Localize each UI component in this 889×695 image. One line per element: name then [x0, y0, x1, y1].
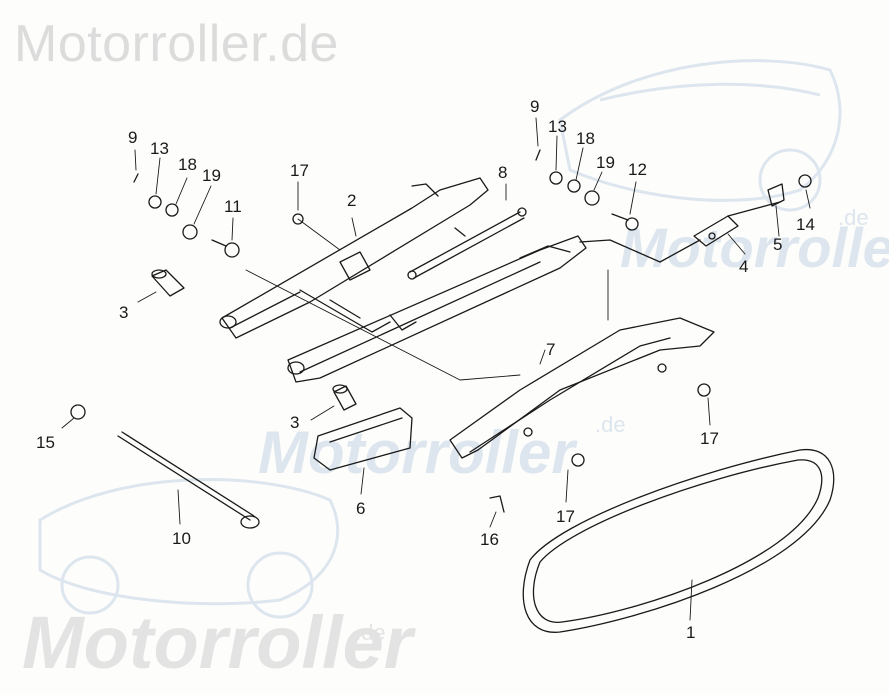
washer-part-19-right	[584, 190, 600, 206]
bolt-part-12	[611, 213, 639, 231]
bolt-part-17-upper	[292, 213, 304, 225]
watermark-middle-center-de: .de	[595, 412, 626, 437]
bolt-part-16	[489, 495, 505, 513]
guard-part-6	[313, 407, 413, 471]
washer-part-19-left	[182, 224, 198, 240]
label-3-upper: 3	[119, 303, 128, 322]
label-2: 2	[347, 191, 356, 210]
swing-arm-part	[219, 177, 587, 383]
watermark-middle-center: Motorroller	[258, 419, 575, 486]
watermark-middle-right: Motorroller	[620, 216, 889, 279]
label-11: 11	[224, 197, 242, 216]
nut-part-15	[70, 404, 86, 420]
watermark-bottom-de: .de	[355, 620, 386, 645]
washer-part-18-left	[165, 203, 179, 217]
label-17-lower: 17	[556, 507, 575, 526]
label-13-left: 13	[150, 139, 169, 158]
watermark-bottom: Motorroller	[22, 601, 413, 684]
cable-line	[579, 239, 701, 263]
label-3-lower: 3	[290, 413, 299, 432]
label-8: 8	[498, 163, 507, 182]
label-14: 14	[796, 215, 815, 234]
label-13-right: 13	[548, 117, 567, 136]
label-12: 12	[628, 160, 647, 179]
bracket-part-5	[767, 183, 785, 207]
tension-rod-part	[407, 207, 527, 280]
label-7: 7	[546, 340, 555, 359]
bushing-part-3-upper	[151, 269, 185, 297]
watermark-top: Motorroller.de	[14, 15, 339, 73]
leader-lines	[61, 117, 811, 621]
label-16: 16	[480, 530, 499, 549]
bolt-part-17-right	[697, 383, 711, 397]
bolt-part-17-lower	[571, 453, 585, 467]
chain-part-1	[522, 448, 835, 633]
chain-guard-part	[449, 317, 715, 459]
bolt-part-11	[211, 239, 240, 258]
label-5: 5	[773, 235, 782, 254]
label-9-left: 9	[128, 128, 137, 147]
nut-part-13-right	[549, 171, 563, 185]
label-17-right: 17	[700, 429, 719, 448]
bushing-part-3-lower	[332, 384, 357, 411]
part-labels: 9 13 18 19 11 17 2 8 9 13 18 19 12 14 5 …	[36, 97, 815, 642]
label-6: 6	[356, 499, 365, 518]
nut-part-14	[798, 174, 812, 188]
label-17-upper: 17	[290, 161, 309, 180]
label-19-right: 19	[596, 153, 615, 172]
scooter-watermark-icon	[38, 59, 842, 619]
adjuster-part	[693, 201, 781, 247]
label-18-left: 18	[178, 155, 197, 174]
pin-part-9-right	[535, 149, 541, 161]
label-15: 15	[36, 433, 55, 452]
watermark-middle-right-de: .de	[838, 205, 869, 230]
label-18-right: 18	[576, 129, 595, 148]
axle-part-10	[117, 431, 260, 529]
label-4: 4	[739, 257, 748, 276]
label-10: 10	[172, 529, 191, 548]
label-19-left: 19	[202, 166, 221, 185]
label-9-right: 9	[530, 97, 539, 116]
label-1: 1	[686, 623, 695, 642]
nut-part-13-left	[148, 195, 162, 209]
washer-part-18-right	[567, 179, 581, 193]
pin-part-9-left	[133, 173, 139, 183]
